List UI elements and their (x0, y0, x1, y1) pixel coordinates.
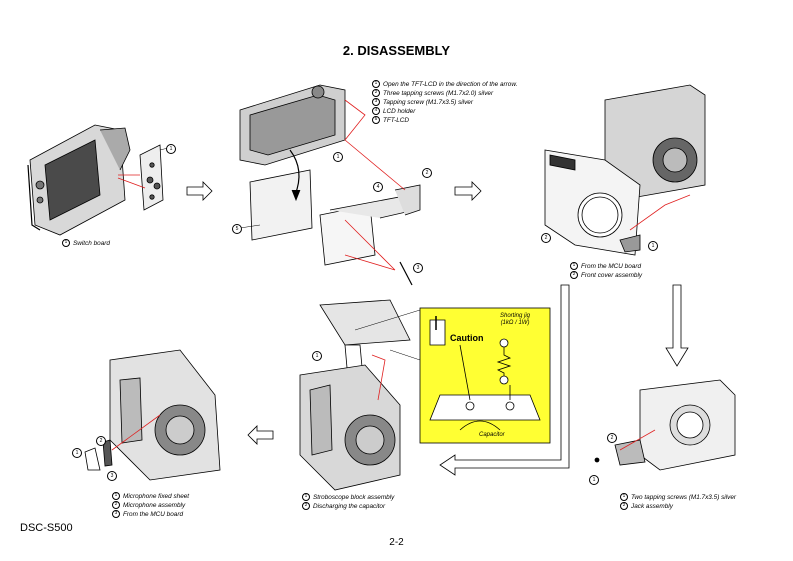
step5-camera-illustration (299, 299, 411, 491)
step3-camera-illustration (544, 84, 706, 256)
callout-number: 1 (589, 475, 599, 485)
step1-camera-illustration (27, 124, 164, 236)
capacitor-label: Capacitor (479, 432, 505, 438)
arrow-bent-left (439, 284, 570, 476)
step4-leader-red (619, 429, 656, 451)
step1-leader-red (117, 174, 146, 189)
step2-leader-red (344, 99, 406, 271)
callout-number: 1 (333, 152, 343, 162)
model-name: DSC-S500 (20, 522, 73, 534)
arrow-right-1 (186, 181, 213, 201)
step6-leader-red (111, 414, 161, 451)
shorting-jig-label: Shorting jig (1kΩ / 1W) (500, 313, 531, 326)
arrow-down (665, 284, 689, 367)
callout-number: 3 (413, 263, 423, 273)
step6-camera-illustration (84, 349, 221, 481)
page-number: 2-2 (389, 537, 404, 548)
callout-number: 2 (541, 233, 551, 243)
callout-number: 3 (107, 471, 117, 481)
arrow-left (247, 425, 274, 445)
callout-number: 2 (422, 168, 432, 178)
arrow-right-2 (454, 181, 482, 201)
callout-number: 4 (373, 182, 383, 192)
callout-number: 1 (648, 241, 658, 251)
callout-number: 1 (312, 351, 322, 361)
step4-camera-illustration (594, 379, 736, 471)
callout-number: 1 (166, 144, 176, 154)
callout-number: 5 (232, 224, 242, 234)
caution-box-illustration (429, 316, 541, 431)
step3-leader-red (629, 194, 691, 231)
callout-number: 2 (607, 433, 617, 443)
step2-camera-illustration (239, 84, 421, 286)
caution-label: Caution (450, 333, 484, 343)
callout-number: 1 (72, 448, 82, 458)
callout-number: 2 (96, 436, 106, 446)
step5-leader-red (371, 354, 386, 401)
page-title: 2. DISASSEMBLY (342, 43, 451, 58)
